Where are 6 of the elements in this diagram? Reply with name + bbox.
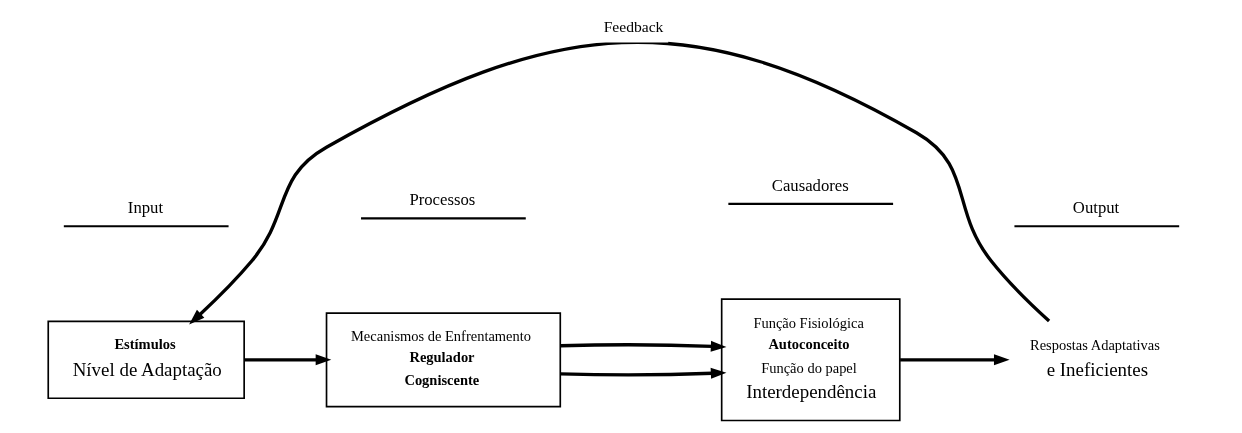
label: Output bbox=[1072, 197, 1119, 217]
label: Causadores bbox=[771, 175, 849, 195]
label: Input bbox=[127, 197, 163, 217]
edge-label: Feedback bbox=[603, 18, 663, 36]
node-text: Respostas Adaptativas e Ineficientes bbox=[1029, 337, 1160, 381]
label: Processos bbox=[408, 190, 475, 210]
